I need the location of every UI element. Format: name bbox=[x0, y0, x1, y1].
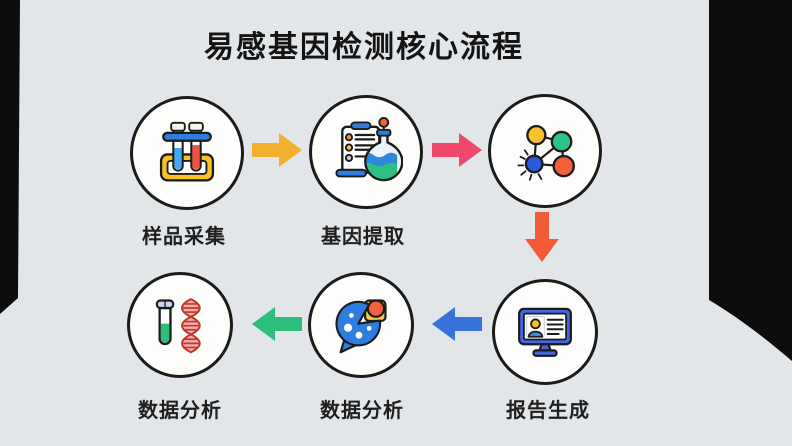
flow-arrow-down bbox=[521, 209, 563, 265]
step-label-sample-collection: 样品采集 bbox=[142, 226, 226, 248]
left-frame-shape bbox=[0, 0, 20, 314]
step-circle-data-analysis-chart bbox=[308, 272, 414, 378]
page-title: 易感基因检测核心流程 bbox=[204, 31, 524, 64]
tube-dna-icon bbox=[155, 298, 201, 354]
step-label-data-analysis-chart: 数据分析 bbox=[320, 400, 404, 422]
step-circle-molecule-network bbox=[488, 94, 602, 208]
step-label-report-generation: 报告生成 bbox=[506, 400, 590, 422]
monitor-report-icon bbox=[518, 307, 572, 357]
test-tubes-rack-icon bbox=[159, 121, 215, 182]
step-circle-sample-collection bbox=[130, 96, 244, 210]
flow-arrow-left-1 bbox=[429, 303, 485, 345]
flow-arrow-right-2 bbox=[429, 129, 485, 171]
molecule-network-icon bbox=[517, 125, 575, 181]
clipboard-flask-icon bbox=[335, 116, 403, 182]
step-label-gene-extraction: 基因提取 bbox=[321, 226, 405, 248]
step-circle-report-generation bbox=[492, 279, 598, 385]
step-circle-gene-extraction bbox=[309, 95, 423, 209]
flow-arrow-left-2 bbox=[249, 303, 305, 345]
right-frame-shape bbox=[709, 0, 792, 361]
flow-arrow-right-1 bbox=[249, 129, 305, 171]
step-label-data-analysis-dna: 数据分析 bbox=[138, 400, 222, 422]
step-circle-data-analysis-dna bbox=[127, 272, 233, 378]
chat-bubble-pie-icon bbox=[335, 299, 387, 354]
